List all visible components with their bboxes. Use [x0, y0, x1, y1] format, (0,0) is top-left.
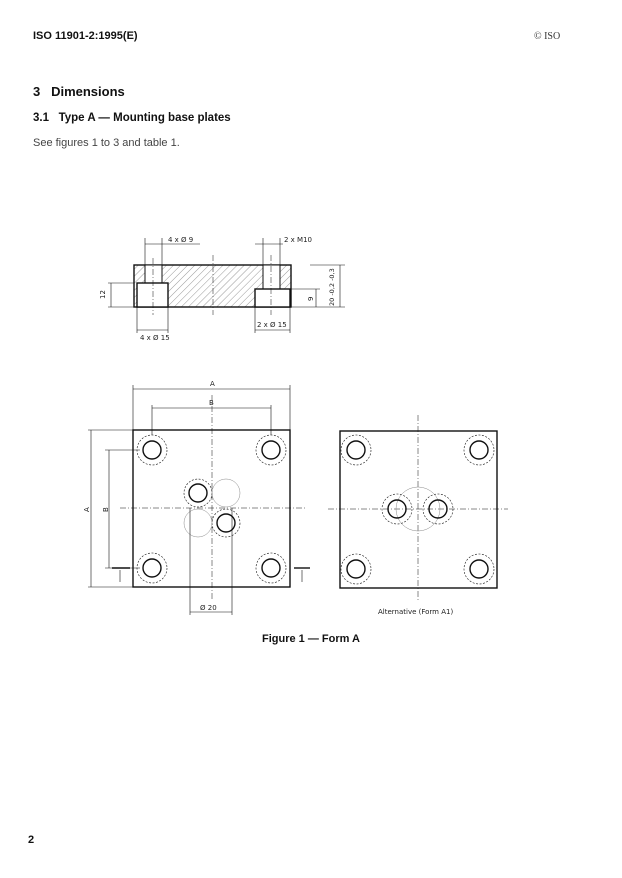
section-title: Dimensions: [51, 84, 125, 99]
section-view: [108, 238, 345, 333]
dim-b-top: B: [209, 399, 214, 407]
plan-view-form-a1: [328, 415, 508, 602]
subsection-number: 3.1: [33, 112, 49, 124]
page-number: 2: [28, 834, 35, 846]
label-9: 9: [307, 297, 315, 301]
label-12: 12: [99, 290, 107, 299]
dim-b-side: B: [102, 507, 110, 512]
label-4x-dia9: 4 x Ø 9: [168, 236, 193, 244]
plan-view-form-a: [88, 385, 310, 615]
subsection-title: Type A — Mounting base plates: [58, 112, 231, 124]
dim-diameter-20: Ø 20: [200, 604, 217, 612]
section-number: 3: [33, 84, 41, 99]
copyright-notice: © ISO: [534, 31, 561, 42]
body-paragraph: See figures 1 to 3 and table 1.: [33, 137, 180, 149]
dim-a-top: A: [210, 380, 215, 388]
section-heading: 3 Dimensions: [33, 84, 125, 99]
document-header: ISO 11901-2:1995(E): [33, 30, 138, 42]
dim-a-side: A: [83, 507, 91, 512]
subsection-heading: 3.1 Type A — Mounting base plates: [33, 112, 231, 124]
figure-caption: Figure 1 — Form A: [262, 633, 360, 645]
label-2x-m10: 2 x M10: [284, 236, 312, 244]
label-20-tolerance: 20 -0,2 -0,3: [328, 268, 336, 306]
label-4x-dia15: 4 x Ø 15: [140, 334, 170, 342]
alternative-label: Alternative (Form A1): [378, 608, 453, 616]
label-2x-dia15: 2 x Ø 15: [257, 321, 287, 329]
